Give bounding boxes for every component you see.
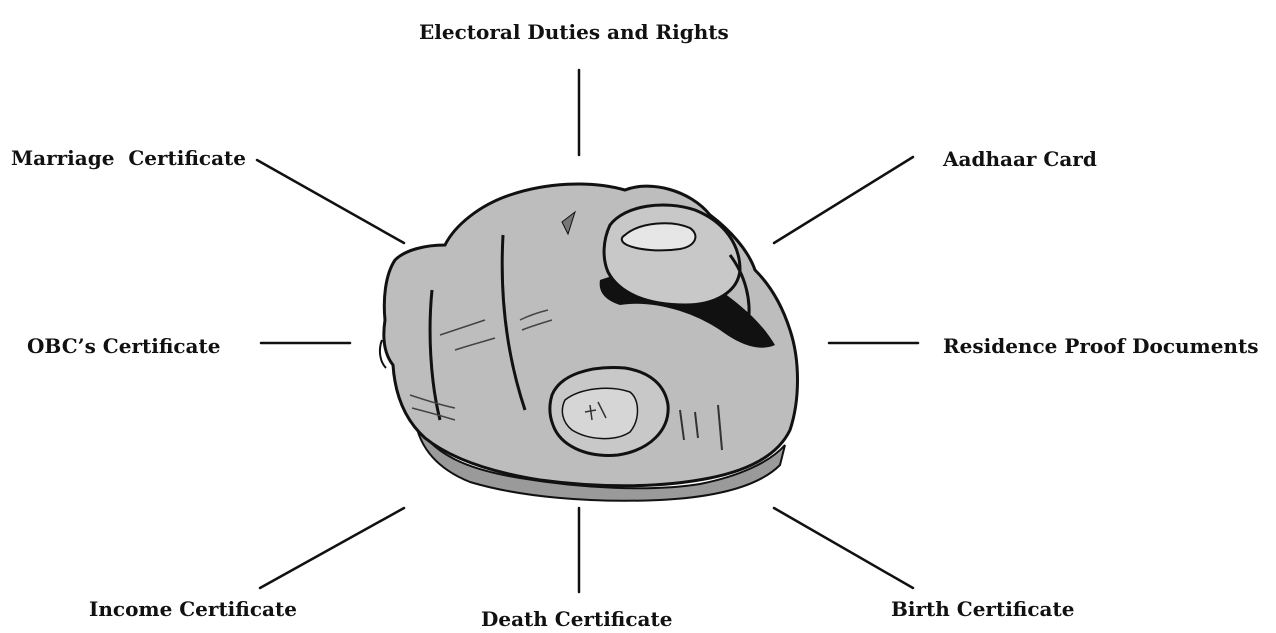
label-death-certificate: Death Certificate [481, 607, 672, 631]
label-income-certificate: Income Certificate [89, 597, 297, 621]
label-aadhaar-card: Aadhaar Card [943, 147, 1097, 171]
label-residence-proof-documents: Residence Proof Documents [943, 334, 1258, 358]
label-electoral-duties-and-rights: Electoral Duties and Rights [419, 20, 729, 44]
label-birth-certificate: Birth Certificate [891, 597, 1074, 621]
label-obc-certificate: OBC’s Certificate [27, 334, 220, 358]
label-marriage-certificate: Marriage Certificate [11, 146, 246, 170]
